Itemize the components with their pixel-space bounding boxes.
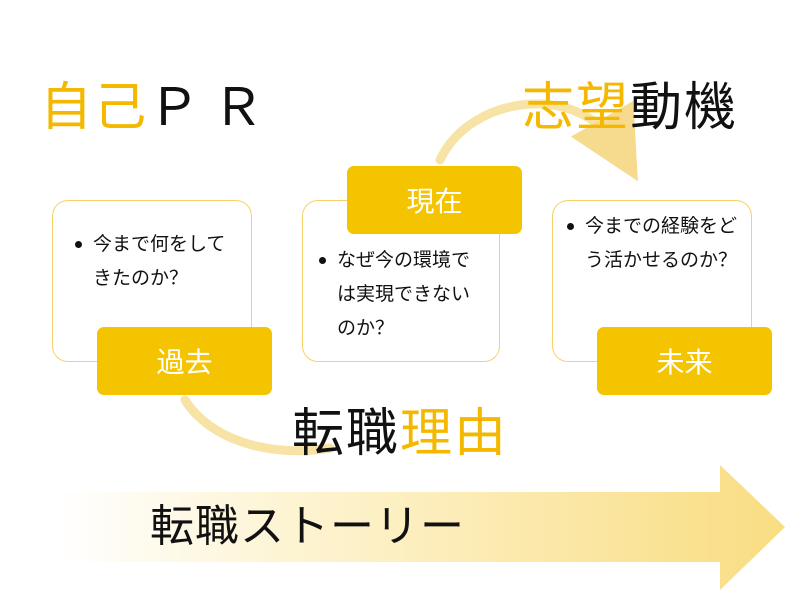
past-label: 過去 bbox=[97, 327, 272, 395]
self-pr-heading: 自己ＰＲ bbox=[40, 82, 276, 134]
curve-arrow-present-to-future bbox=[435, 99, 638, 182]
present-label: 現在 bbox=[347, 166, 522, 234]
career-story-arrow-shape bbox=[55, 465, 785, 590]
reason-heading-part1: 転職 bbox=[292, 404, 401, 464]
motivation-heading-part2: 動機 bbox=[630, 78, 739, 138]
present-question: なぜ今の環境では実現できないのか？ bbox=[313, 243, 487, 345]
self-pr-heading-part2: ＰＲ bbox=[148, 78, 277, 138]
job-change-reason-heading: 転職理由 bbox=[292, 408, 508, 460]
curve-arrow-past-to-present bbox=[180, 395, 335, 456]
future-label: 未来 bbox=[597, 327, 772, 395]
past-question: 今まで何をしてきたのか？ bbox=[69, 227, 237, 295]
motivation-heading: 志望動機 bbox=[522, 82, 738, 134]
reason-heading-part2: 理由 bbox=[400, 404, 509, 464]
self-pr-heading-part1: 自己 bbox=[40, 78, 149, 138]
future-question: 今までの経験をどう活かせるのか？ bbox=[561, 209, 741, 277]
motivation-heading-part1: 志望 bbox=[522, 78, 631, 138]
career-story-label: 転職ストーリー bbox=[150, 501, 465, 552]
